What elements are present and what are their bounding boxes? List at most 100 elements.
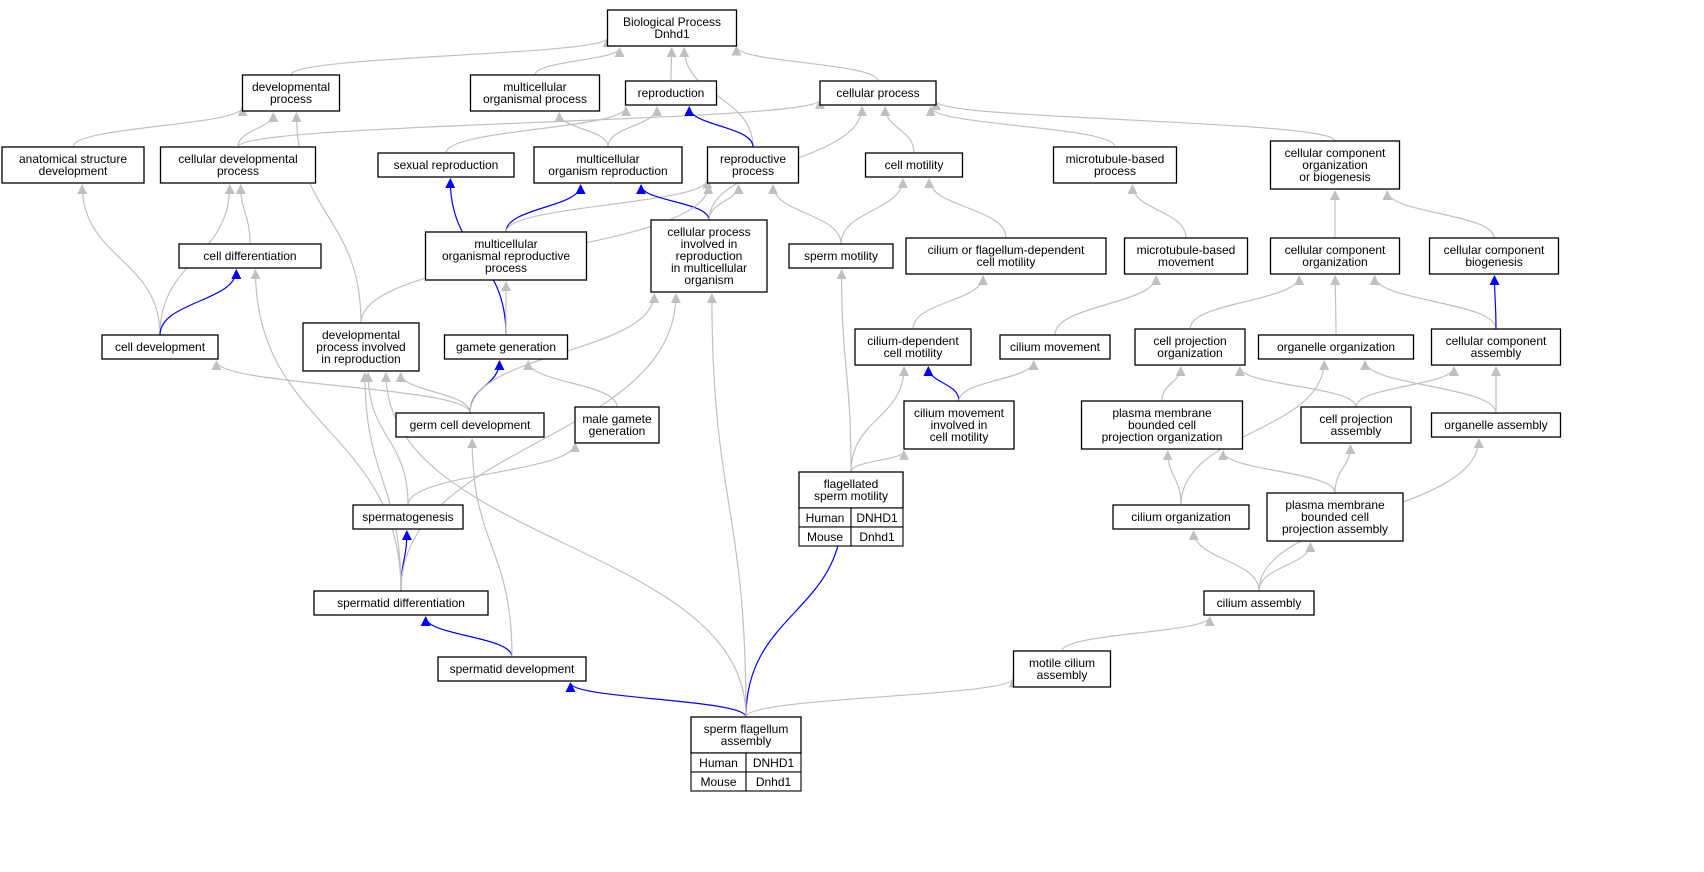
edge-co-to-oo bbox=[1180, 360, 1330, 506]
species-label: Human bbox=[806, 511, 845, 525]
node-label-line: sperm motility bbox=[804, 249, 878, 263]
node-box bbox=[798, 471, 904, 509]
node-box bbox=[1012, 650, 1112, 688]
gene-symbol: DNHD1 bbox=[753, 756, 795, 770]
go-term-node-co[interactable]: cilium organization bbox=[1112, 504, 1250, 530]
node-box bbox=[437, 656, 587, 682]
go-term-node-sg[interactable]: spermatogenesis bbox=[352, 504, 464, 530]
go-term-node-gcd[interactable]: germ cell development bbox=[395, 412, 545, 438]
node-label-line: plasma membrane bbox=[1285, 498, 1385, 512]
go-term-node-sexr[interactable]: sexual reproduction bbox=[377, 152, 515, 178]
edge-cdev-to-cdiff bbox=[159, 269, 242, 336]
go-term-node-sd[interactable]: spermatid differentiation bbox=[313, 590, 489, 616]
edge bbox=[400, 293, 681, 592]
node-label-line: organization bbox=[1302, 255, 1367, 269]
node-label-line: flagellated bbox=[824, 477, 879, 491]
edge bbox=[923, 366, 960, 402]
edge-co-to-pmbcpo bbox=[1162, 450, 1182, 506]
node-label-line: cellular component bbox=[1446, 334, 1547, 348]
gene-cell bbox=[745, 771, 802, 792]
node-label-line: cell development bbox=[115, 340, 206, 354]
go-term-node-gg[interactable]: gamete generation bbox=[443, 334, 569, 360]
node-label-line: spermatogenesis bbox=[362, 510, 453, 524]
node-box bbox=[101, 334, 219, 360]
go-term-node-repro[interactable]: reproduction bbox=[624, 80, 718, 106]
node-label-line: bounded cell bbox=[1301, 510, 1369, 524]
species-label: Human bbox=[699, 756, 738, 770]
node-box bbox=[1300, 406, 1412, 444]
edge bbox=[1162, 450, 1182, 506]
go-term-node-spm[interactable]: sperm motility bbox=[788, 243, 894, 269]
gene-row-human: Human DNHD1 bbox=[690, 752, 802, 773]
edge-mtbp-to-cellp bbox=[925, 106, 1116, 148]
edge bbox=[1360, 360, 1497, 414]
node-label-line: cell projection bbox=[1153, 334, 1226, 348]
go-term-node-sdev[interactable]: spermatid development bbox=[437, 656, 587, 682]
edge-layer bbox=[72, 36, 1502, 718]
edge-cdp-to-dev bbox=[237, 112, 279, 148]
gene-symbol: Dnhd1 bbox=[859, 530, 895, 544]
go-term-node-cdiff[interactable]: cell differentiation bbox=[178, 243, 322, 269]
edge-cmicm-to-cmov bbox=[958, 360, 1039, 402]
edge bbox=[745, 677, 1019, 718]
edge-cca-to-cco bbox=[1369, 275, 1497, 330]
edge-pmbcpa-to-cpa bbox=[1334, 444, 1356, 494]
node-label-line: cell differentiation bbox=[203, 249, 296, 263]
node-label-line: cilium-dependent bbox=[867, 334, 959, 348]
edge bbox=[850, 366, 910, 473]
node-label-line: gamete generation bbox=[456, 340, 556, 354]
edge bbox=[72, 106, 248, 148]
edge bbox=[237, 112, 279, 148]
edge bbox=[1054, 275, 1162, 336]
go-term-node-ca[interactable]: cilium assembly bbox=[1203, 590, 1315, 616]
go-term-node-cellp[interactable]: cellular process bbox=[819, 80, 937, 106]
edge-ca-to-co bbox=[1188, 530, 1260, 592]
edge bbox=[359, 372, 402, 592]
edge-cpa-to-cca bbox=[1355, 366, 1459, 408]
gene-symbol: DNHD1 bbox=[856, 511, 898, 525]
go-term-node-cdev[interactable]: cell development bbox=[101, 334, 219, 360]
node-box bbox=[1257, 334, 1415, 360]
edge bbox=[523, 360, 618, 408]
node-box bbox=[624, 80, 718, 106]
node-label-line: cilium movement bbox=[914, 406, 1005, 420]
go-term-node-cmov[interactable]: cilium movement bbox=[999, 334, 1111, 360]
go-term-node-oa[interactable]: organelle assembly bbox=[1430, 412, 1562, 438]
go-term-node-cm[interactable]: cell motility bbox=[864, 152, 964, 178]
node-label-line: male gamete bbox=[582, 412, 652, 426]
node-label-line: multicellular bbox=[576, 152, 639, 166]
node-label-line: cell motility bbox=[977, 255, 1036, 269]
edge bbox=[708, 184, 744, 221]
node-label-line: cell motility bbox=[884, 346, 943, 360]
node-label-line: microtubule-based bbox=[1066, 152, 1165, 166]
go-term-node-oo[interactable]: organelle organization bbox=[1257, 334, 1415, 360]
